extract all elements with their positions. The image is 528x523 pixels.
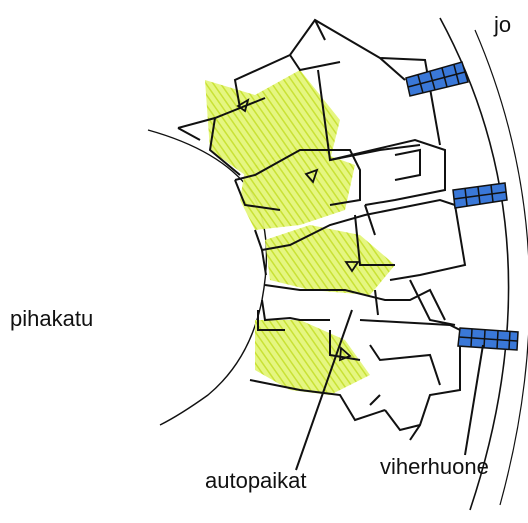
outer-arc: [439, 17, 510, 511]
greenhouse-3: [457, 327, 519, 351]
greenhouse-2: [452, 182, 508, 209]
entry-arrow-3: [344, 261, 360, 273]
leader-line-parking: [295, 309, 353, 471]
building-wing-3: [254, 198, 467, 326]
entry-arrow-4: [338, 346, 352, 362]
entry-arrow-1: [236, 98, 250, 113]
inner-arc: [147, 129, 268, 426]
label-parking: autopaikat: [205, 468, 307, 493]
outer-arc-2: [474, 29, 528, 506]
entry-markers: [236, 98, 360, 362]
leader-line-greenhouse: [464, 344, 484, 456]
green-yard-3: [265, 225, 395, 295]
entry-arrow-2: [304, 168, 319, 184]
label-street: pihakatu: [10, 306, 94, 331]
label-top-edge: jo: [494, 12, 512, 37]
greenhouse-1: [405, 61, 469, 97]
label-greenhouse: viherhuone: [380, 454, 489, 479]
building-wing-4: [249, 299, 461, 441]
building-wing-2: [234, 138, 446, 236]
